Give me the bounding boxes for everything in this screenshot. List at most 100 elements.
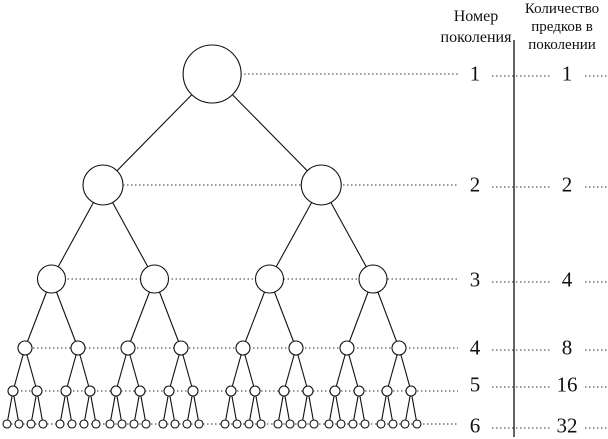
generation-number: 3 — [469, 267, 481, 292]
tree-edge — [115, 390, 123, 425]
generation-number: 5 — [469, 372, 481, 397]
ancestor-node — [70, 340, 86, 356]
ancestor-node — [309, 419, 319, 429]
tree-edge — [358, 390, 366, 425]
tree-edge — [109, 390, 117, 425]
ancestor-node — [244, 419, 254, 429]
ancestor-node — [120, 340, 136, 356]
ancestor-node — [187, 385, 199, 397]
ancestor-node — [273, 419, 283, 429]
ancestor-node — [360, 419, 370, 429]
tree-edge — [254, 390, 262, 425]
ancestor-node — [105, 419, 115, 429]
header-line: поколении — [528, 37, 596, 53]
ancestor-node — [139, 264, 170, 294]
ancestor-node — [182, 44, 242, 104]
tree-edge — [248, 390, 256, 425]
ancestor-node — [31, 385, 43, 397]
tree-edge — [83, 390, 91, 425]
ancestor-node — [182, 419, 192, 429]
ancestor-node — [256, 419, 266, 429]
tree-edge — [283, 390, 291, 425]
ancestor-node — [336, 419, 346, 429]
ancestor-node — [84, 385, 96, 397]
tree-edge — [277, 390, 285, 425]
ancestor-node — [129, 419, 139, 429]
ancestor-node — [391, 340, 407, 356]
tree-edge — [352, 390, 360, 425]
ancestor-node — [353, 385, 365, 397]
ancestor-node — [232, 419, 242, 429]
ancestor-node — [38, 419, 48, 429]
ancestor-node — [249, 385, 261, 397]
ancestor-node — [220, 419, 230, 429]
ancestor-node — [134, 385, 146, 397]
header-line: поколения — [440, 29, 512, 46]
ancestor-node — [329, 385, 341, 397]
ancestor-count: 1 — [561, 61, 573, 86]
ancestor-node — [376, 419, 386, 429]
ancestor-count: 2 — [561, 172, 573, 197]
ancestor-node — [26, 419, 36, 429]
ancestor-node — [110, 385, 122, 397]
ancestor-node — [300, 164, 342, 206]
tree-edge — [89, 390, 97, 425]
tree-edge — [30, 390, 38, 425]
ancestor-node — [141, 419, 151, 429]
ancestor-node — [82, 164, 124, 206]
ancestor-node — [388, 419, 398, 429]
ancestor-node — [381, 385, 393, 397]
ancestors-column-header: Количество предков в поколении — [512, 0, 608, 54]
ancestor-node — [91, 419, 101, 429]
tree-edge — [139, 390, 147, 425]
ancestor-node — [278, 385, 290, 397]
ancestor-node — [55, 419, 65, 429]
ancestor-node — [170, 419, 180, 429]
ancestor-count: 16 — [556, 372, 578, 397]
tree-edge — [59, 390, 67, 425]
ancestor-node — [36, 264, 67, 294]
ancestor-node — [117, 419, 127, 429]
ancestor-node — [2, 419, 12, 429]
generation-number: 1 — [469, 61, 481, 86]
header-line: Номер — [453, 8, 499, 25]
tree-edge — [186, 390, 194, 425]
ancestor-node — [235, 340, 251, 356]
ancestor-node — [288, 340, 304, 356]
header-line: Количество — [524, 1, 600, 17]
ancestor-node — [173, 340, 189, 356]
tree-edge — [386, 390, 394, 425]
generation-number: 2 — [469, 172, 481, 197]
ancestor-node — [60, 385, 72, 397]
ancestor-node — [297, 419, 307, 429]
tree-edge — [410, 390, 418, 425]
tree-edge — [12, 390, 20, 425]
ancestor-node — [302, 385, 314, 397]
tree-edge — [404, 390, 412, 425]
ancestor-count: 8 — [561, 335, 573, 360]
generation-number: 4 — [469, 335, 481, 360]
tree-edge — [380, 390, 388, 425]
ancestor-node — [163, 385, 175, 397]
ancestor-node — [400, 419, 410, 429]
ancestor-node — [67, 419, 77, 429]
generation-number: 6 — [469, 413, 481, 438]
ancestor-node — [225, 385, 237, 397]
ancestor-count: 4 — [561, 267, 573, 292]
ancestor-node — [7, 385, 19, 397]
tree-edge — [133, 390, 141, 425]
tree-edge — [301, 390, 309, 425]
generation-column-header: Номер поколения — [436, 6, 516, 48]
tree-edge — [168, 390, 176, 425]
ancestor-node — [79, 419, 89, 429]
ancestor-node — [14, 419, 24, 429]
tree-edge — [230, 390, 238, 425]
tree-edge — [6, 390, 14, 425]
ancestor-node — [158, 419, 168, 429]
tree-edge — [334, 390, 342, 425]
tree-edge — [65, 390, 73, 425]
ancestor-node — [17, 340, 33, 356]
tree-edge — [224, 390, 232, 425]
ancestor-node — [405, 385, 417, 397]
